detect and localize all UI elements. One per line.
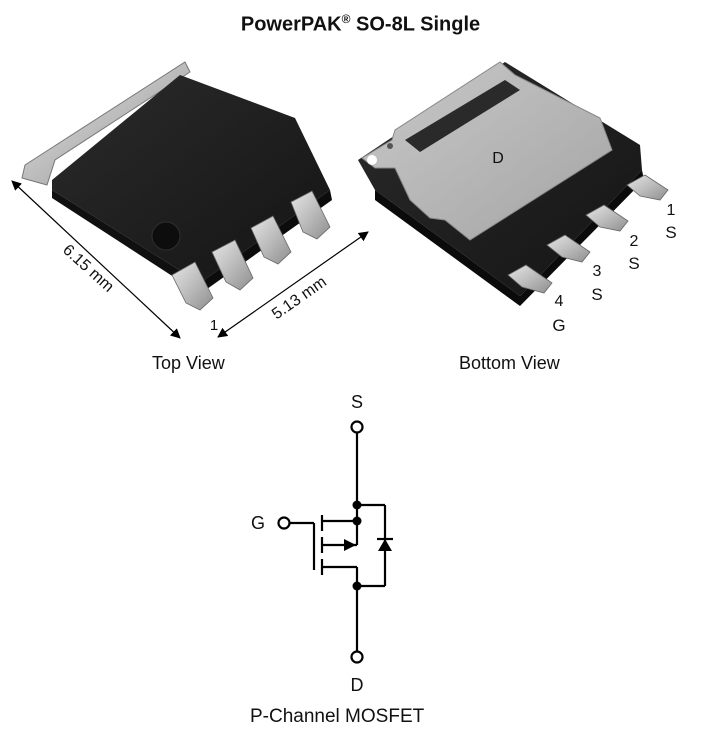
schematic-source-label: S [351, 392, 363, 412]
drain-pad-label: D [492, 150, 504, 167]
pin-2-name: S [628, 254, 639, 273]
top-view-package [21, 61, 332, 311]
bottom-view-package [358, 61, 669, 306]
dimension-label-length: 6.15 mm [59, 242, 117, 296]
package-title: PowerPAK® SO-8L Single [0, 12, 721, 37]
top-view-caption: Top View [152, 353, 225, 373]
top-view-tab [21, 61, 191, 186]
dimension-line-width [217, 231, 369, 338]
title-suffix: SO-8L Single [356, 13, 481, 36]
pin1-dimple [151, 221, 181, 251]
source-terminal [350, 420, 364, 434]
drain-pad [361, 61, 613, 241]
junction-dot [352, 500, 362, 510]
bottom-pin-labels: 1 S 2 S 3 S 4 G [552, 202, 676, 335]
bottom-view-caption: Bottom View [459, 353, 560, 373]
pad-slot [405, 80, 520, 152]
mosfet-schematic [277, 420, 393, 664]
body-arrow [344, 539, 356, 551]
schematic-caption: P-Channel MOSFET [250, 706, 425, 727]
gate-terminal [277, 516, 291, 530]
registered-mark: ® [341, 12, 351, 26]
pin-1-name: S [665, 223, 676, 242]
title-text: PowerPAK [240, 13, 342, 36]
dimension-line-length [11, 180, 181, 339]
pin-1-number: 1 [667, 202, 676, 219]
junction-dot [352, 581, 362, 591]
pin-4-name: G [552, 316, 565, 335]
pin-2-number: 2 [630, 233, 639, 250]
drain-terminal [350, 650, 364, 664]
dimension-label-width: 5.13 mm [269, 273, 330, 323]
schematic-gate-label: G [251, 513, 265, 533]
pin-3-number: 3 [593, 263, 602, 280]
pin1-label: 1 [210, 317, 218, 334]
junction-dot [352, 516, 362, 526]
pin-3-name: S [591, 285, 602, 304]
pin-4-number: 4 [555, 293, 564, 310]
body-diode [378, 539, 392, 551]
schematic-drain-label: D [351, 675, 364, 695]
bottom-view-leads [507, 174, 669, 294]
